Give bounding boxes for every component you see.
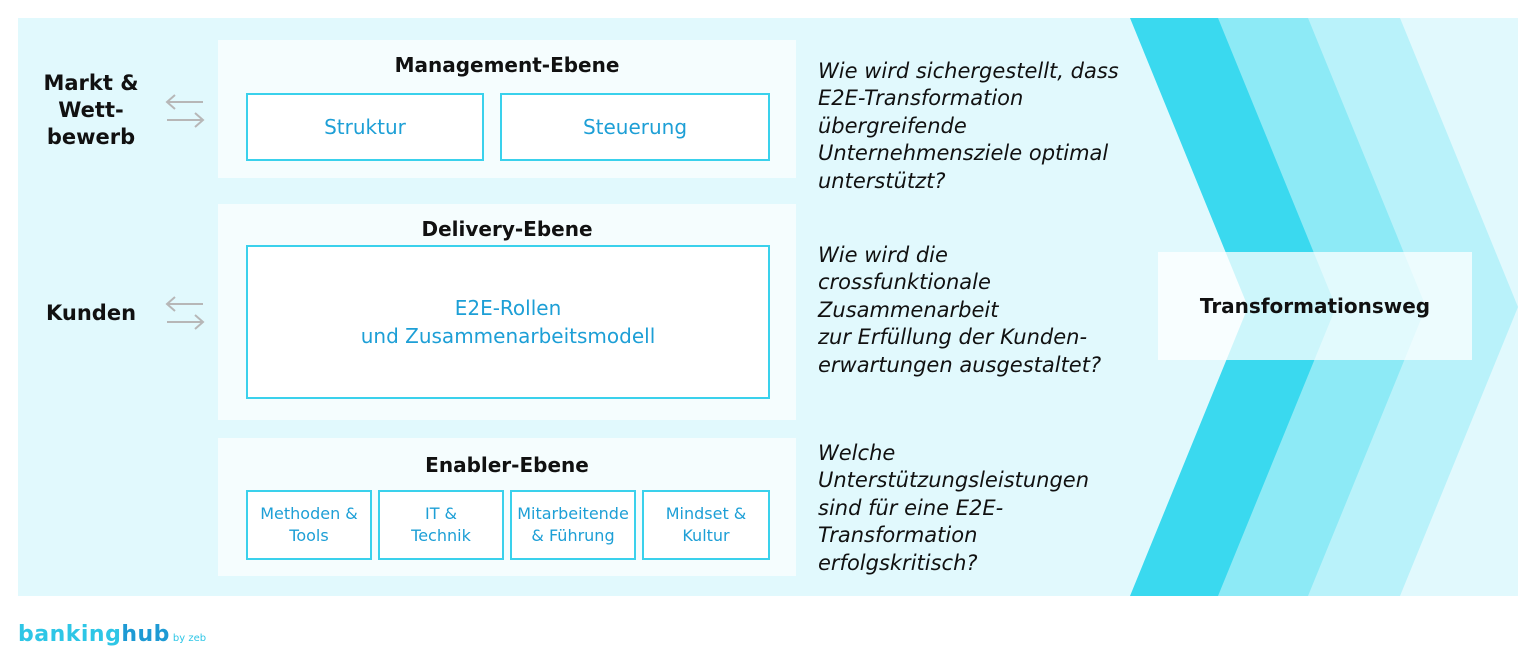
chevron-light xyxy=(1306,18,1518,596)
structure-box: Struktur xyxy=(246,93,484,161)
q3-line: Transformation xyxy=(818,523,978,548)
q3-line: Welche xyxy=(818,441,896,465)
methods-line-2: Tools xyxy=(289,526,329,545)
q2-line: Zusammenarbeit xyxy=(818,297,999,322)
q3-line: sind für eine E2E- xyxy=(818,495,1004,520)
market-line-1: Markt & xyxy=(43,71,139,95)
market-competition-label: Markt & Wett- bewerb xyxy=(26,70,156,151)
methods-tools-box: Methoden & Tools xyxy=(246,490,372,560)
enabler-panel: Enabler-Ebene Methoden & Tools IT & Tech… xyxy=(218,438,796,576)
transformation-path-label: Transformationsweg xyxy=(1158,252,1472,360)
e2e-roles-box: E2E-Rollen und Zusammenarbeitsmodell xyxy=(246,245,770,399)
it-line-1: IT & xyxy=(424,504,458,523)
e2e-roles-line-2: und Zusammenarbeitsmodell xyxy=(360,324,656,348)
q3-line: Unterstützungsleistungen xyxy=(818,468,1090,493)
it-line-2: Technik xyxy=(411,526,471,545)
it-technology-box: IT & Technik xyxy=(378,490,504,560)
mindset-line-2: Kultur xyxy=(682,526,730,545)
employees-line-2: & Führung xyxy=(531,526,615,545)
management-title: Management-Ebene xyxy=(394,53,620,77)
management-question: Wie wird sichergestellt, dass E2E-Transf… xyxy=(818,58,1148,195)
employees-leadership-box: Mitarbeitende & Führung xyxy=(510,490,636,560)
q1-line: übergreifende xyxy=(818,113,967,138)
q2-line: crossfunktionale xyxy=(818,270,991,295)
market-line-2: Wett- xyxy=(58,98,124,122)
delivery-panel: Delivery-Ebene E2E-Rollen und Zusammenar… xyxy=(218,204,796,420)
q2-line: erwartungen ausgestaltet? xyxy=(818,352,1102,377)
q3-line: erfolgskritisch? xyxy=(818,550,978,575)
q1-line: Unternehmensziele optimal xyxy=(818,141,1109,166)
delivery-title: Delivery-Ebene xyxy=(421,217,593,241)
logo-suffix: by zeb xyxy=(172,633,207,644)
logo-hub: hub xyxy=(121,622,170,647)
enabler-title: Enabler-Ebene xyxy=(425,453,589,477)
steering-label: Steuerung xyxy=(582,115,688,139)
q2-line: Wie wird die xyxy=(818,243,948,267)
logo-banking: banking xyxy=(18,622,122,647)
customers-label: Kunden xyxy=(45,301,137,325)
market-line-3: bewerb xyxy=(46,125,136,149)
bidirectional-arrows-icon xyxy=(163,294,209,334)
mindset-culture-box: Mindset & Kultur xyxy=(642,490,770,560)
delivery-question: Wie wird die crossfunktionale Zusammenar… xyxy=(818,242,1148,379)
methods-line-1: Methoden & xyxy=(260,504,358,523)
enabler-question: Welche Unterstützungsleistungen sind für… xyxy=(818,440,1148,577)
q1-line: Wie wird sichergestellt, dass xyxy=(818,59,1119,83)
management-panel: Management-Ebene Struktur Steuerung xyxy=(218,40,796,178)
q2-line: zur Erfüllung der Kunden- xyxy=(818,325,1088,350)
employees-line-1: Mitarbeitende xyxy=(517,504,629,523)
q1-line: unterstützt? xyxy=(818,168,946,193)
q1-line: E2E-Transformation xyxy=(818,86,1024,111)
e2e-roles-line-1: E2E-Rollen xyxy=(454,296,562,320)
steering-box: Steuerung xyxy=(500,93,770,161)
bidirectional-arrows-icon xyxy=(163,92,209,132)
mindset-line-1: Mindset & xyxy=(665,504,747,523)
structure-label: Struktur xyxy=(324,115,406,139)
